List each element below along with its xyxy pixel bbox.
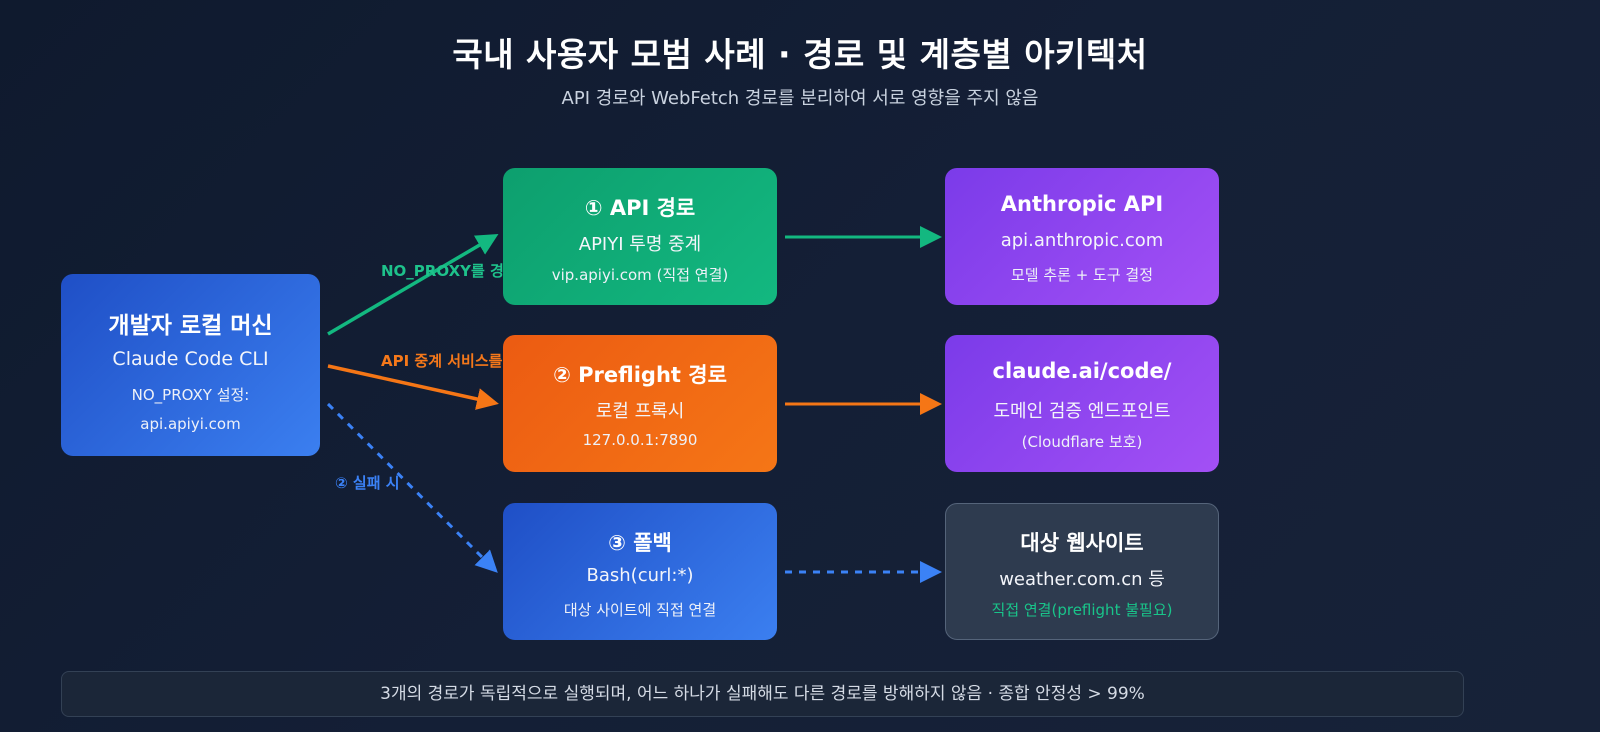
node-line: Bash(curl:*)	[586, 565, 694, 586]
node-line: 대상 사이트에 직접 연결	[563, 601, 717, 619]
page-subtitle: API 경로와 WebFetch 경로를 분리하여 서로 영향을 주지 않음	[561, 88, 1039, 109]
node-line: vip.apiyi.com (직접 연결)	[551, 266, 729, 284]
node-title: Anthropic API	[1000, 192, 1164, 216]
footer-note: 3개의 경로가 독립적으로 실행되며, 어느 하나가 실패해도 다른 경로를 방…	[61, 671, 1464, 717]
arrow-dev-to-preflight	[327, 364, 499, 410]
node-developer-machine: 개발자 로컬 머신 Claude Code CLI NO_PROXY 설정: a…	[61, 274, 320, 456]
edge-label-fail: ② 실패 시	[335, 474, 400, 492]
node-fallback-route: ③ 폴백 Bash(curl:*) 대상 사이트에 직접 연결	[503, 503, 777, 640]
arrow-dev-to-api	[327, 233, 499, 336]
node-title: 개발자 로컬 머신	[108, 313, 273, 339]
node-line: (Cloudflare 보호)	[1021, 433, 1143, 451]
node-line: weather.com.cn 등	[999, 569, 1165, 590]
node-line: NO_PROXY 설정:	[131, 386, 250, 404]
node-line: api.anthropic.com	[1000, 230, 1164, 251]
node-line: APIYI 투명 중계	[578, 234, 702, 255]
node-title: ③ 폴백	[608, 531, 672, 555]
node-line: 로컬 프록시	[595, 401, 685, 422]
node-title: 대상 웹사이트	[1020, 531, 1144, 555]
node-line: 도메인 검증 엔드포인트	[993, 401, 1171, 422]
page-title: 국내 사용자 모범 사례 · 경로 및 계층별 아키텍처	[452, 35, 1148, 74]
node-anthropic-api: Anthropic API api.anthropic.com 모델 추론 + …	[945, 168, 1219, 305]
node-line: 127.0.0.1:7890	[582, 431, 698, 449]
node-preflight-route: ② Preflight 경로 로컬 프록시 127.0.0.1:7890	[503, 335, 777, 472]
arrow-dev-to-fallback	[326, 402, 498, 573]
node-line: 모델 추론 + 도구 결정	[1010, 266, 1154, 284]
node-title: ① API 경로	[584, 196, 696, 220]
node-claude-ai-code: claude.ai/code/ 도메인 검증 엔드포인트 (Cloudflare…	[945, 335, 1219, 472]
node-title: claude.ai/code/	[992, 359, 1172, 383]
node-line: api.apiyi.com	[140, 415, 241, 433]
node-api-route: ① API 경로 APIYI 투명 중계 vip.apiyi.com (직접 연…	[503, 168, 777, 305]
node-line: Claude Code CLI	[112, 348, 269, 370]
node-target-website: 대상 웹사이트 weather.com.cn 등 직접 연결(preflight…	[945, 503, 1219, 640]
node-line: 직접 연결(preflight 불필요)	[991, 601, 1173, 619]
node-title: ② Preflight 경로	[553, 363, 727, 387]
